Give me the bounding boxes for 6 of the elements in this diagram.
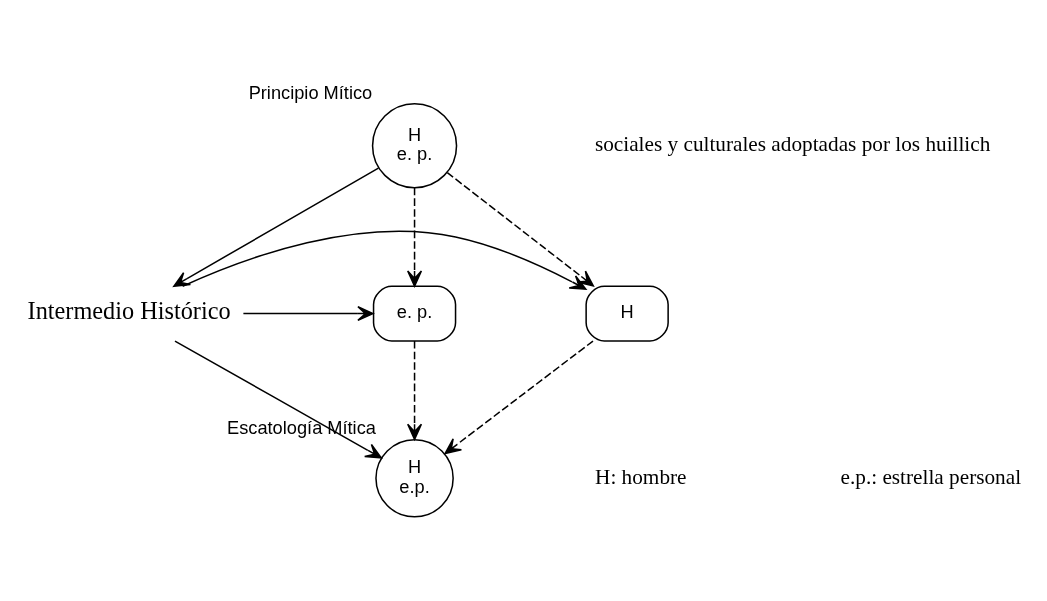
- label: H: hombre: [595, 464, 687, 489]
- node-label: Principio Mítico: [248, 82, 373, 103]
- label: e.p.: estrella personal: [840, 464, 1022, 489]
- node-label: Escatología Mítica: [227, 418, 376, 439]
- node-text: Intermedio Histórico: [27, 297, 231, 325]
- label: sociales y culturales adoptadas por los huillich: [594, 132, 991, 157]
